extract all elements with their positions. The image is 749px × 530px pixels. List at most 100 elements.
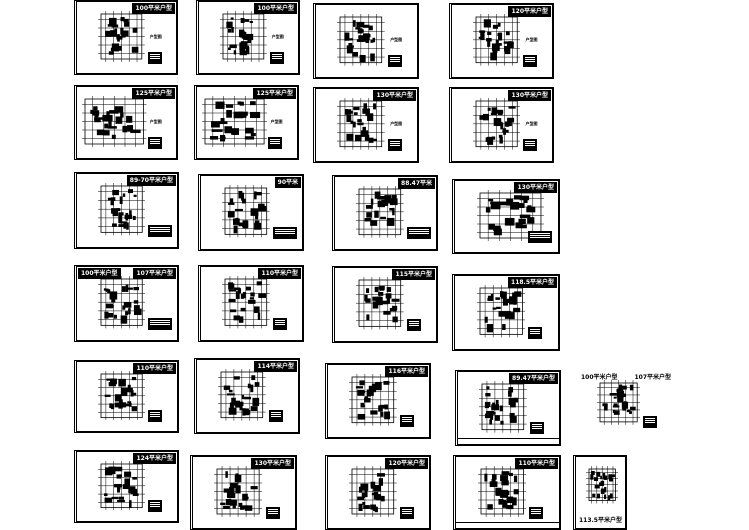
- sheet-title: 90平米: [274, 177, 301, 188]
- sheet-note: 户型图: [270, 118, 283, 124]
- sheet-title: 125平米户型: [132, 88, 175, 99]
- sheet-title: 88.47平米: [398, 178, 435, 189]
- sheet-title: 130平米户型: [251, 458, 294, 469]
- legend-table: [523, 55, 538, 68]
- title-block-strip: [456, 522, 559, 528]
- drawing-sheet[interactable]: 124平米户型: [74, 450, 179, 523]
- drawing-sheet[interactable]: 100平米户型户型图: [74, 0, 178, 75]
- sheet-title: 110平米户型: [515, 458, 558, 469]
- sheet-note: 户型图: [149, 33, 162, 39]
- legend-table: [407, 318, 422, 331]
- drawing-sheet[interactable]: 89-70平米户型: [74, 172, 179, 249]
- floor-plan: [597, 379, 641, 425]
- legend-table: [530, 422, 545, 435]
- drawing-sheet[interactable]: 113.5平米户型: [573, 455, 627, 530]
- sheet-title: 130平米户型: [514, 182, 557, 193]
- drawing-sheet[interactable]: 120平米户型户型图: [449, 3, 554, 79]
- floor-plan: [349, 374, 397, 426]
- floor-plan: [349, 466, 397, 517]
- drawing-sheet[interactable]: 88.47平米: [332, 175, 438, 251]
- legend-table: [388, 139, 403, 152]
- floor-plan: [337, 98, 385, 150]
- floor-plan: [585, 466, 619, 504]
- drawing-sheet[interactable]: 89.47平米户型: [455, 370, 561, 446]
- floor-plan: [222, 185, 270, 238]
- legend-table: [528, 230, 553, 243]
- drawing-sheet[interactable]: 120平米户型: [325, 455, 431, 530]
- floor-plan: [222, 276, 270, 329]
- legend-table: [643, 415, 658, 428]
- floor-plan: [98, 460, 146, 511]
- legend-table: [400, 506, 415, 519]
- drawing-sheet[interactable]: 130平米户型: [190, 455, 297, 530]
- sheet-title: 124平米户型: [133, 453, 176, 464]
- sheet-title: 113.5平米户型: [577, 516, 624, 525]
- legend-table: [528, 326, 543, 339]
- floor-plan: [218, 369, 266, 421]
- drawing-sheet[interactable]: 110平米户型: [453, 455, 561, 530]
- drawing-sheet[interactable]: 110平米户型: [74, 360, 179, 433]
- legend-table: [400, 415, 415, 428]
- floor-plan: [82, 96, 147, 147]
- legend-table: [148, 500, 163, 513]
- sheet-title: 100平米户型: [254, 3, 297, 14]
- sheet-note: 户型图: [149, 118, 162, 124]
- sheet-title: 100平米户型: [579, 373, 620, 382]
- sheet-title: 125平米户型: [253, 88, 296, 99]
- legend-table: [148, 410, 163, 423]
- legend-table: [148, 224, 173, 237]
- legend-table: [273, 226, 298, 239]
- floor-plan: [473, 98, 521, 150]
- sheet-title: 110平米户型: [258, 268, 301, 279]
- floor-plan: [479, 381, 527, 433]
- floor-plan: [98, 183, 146, 236]
- floor-plan: [476, 285, 526, 338]
- legend-table: [269, 410, 284, 423]
- legend-table: [147, 51, 162, 64]
- floor-plan: [98, 276, 146, 329]
- sheet-title-secondary: 107平米户型: [133, 268, 176, 279]
- floor-plan: [356, 277, 404, 330]
- drawing-sheet[interactable]: 125平米户型户型图: [74, 85, 178, 160]
- drawing-sheet[interactable]: 130平米户型户型图: [449, 87, 554, 163]
- sheet-title: 110平米户型: [133, 363, 176, 374]
- legend-table: [407, 227, 432, 240]
- legend-table: [273, 317, 288, 330]
- sheet-title: 130平米户型: [508, 90, 551, 101]
- drawing-sheet[interactable]: 116平米户型: [325, 363, 431, 439]
- drawing-sheet[interactable]: 118.5平米户型: [452, 274, 560, 351]
- drawing-sheet[interactable]: 110平米户型: [198, 265, 304, 342]
- floor-plan: [214, 466, 263, 517]
- legend-table: [147, 136, 162, 149]
- legend-table: [265, 506, 280, 519]
- sheet-title: 130平米户型: [373, 90, 416, 101]
- drawing-sheet[interactable]: 125平米户型户型图: [194, 85, 299, 160]
- drawing-sheet[interactable]: 115平米户型: [332, 266, 438, 343]
- floor-plan: [356, 186, 404, 238]
- sheet-title: 100平米户型: [132, 3, 175, 14]
- sheet-note: 户型图: [271, 33, 284, 39]
- floor-plan: [473, 14, 521, 66]
- drawing-sheet[interactable]: 100平米户型户型图: [196, 0, 300, 75]
- title-block-strip: [458, 438, 559, 444]
- sheet-title: 114平米户型: [254, 361, 297, 372]
- drawing-sheet[interactable]: 户型图: [313, 3, 419, 79]
- sheet-note: 户型图: [525, 120, 538, 126]
- floor-plan: [337, 14, 385, 66]
- sheet-title: 115平米户型: [392, 269, 435, 280]
- legend-table: [388, 55, 403, 68]
- floor-plan: [202, 96, 268, 147]
- floor-plan: [97, 11, 145, 62]
- drawing-sheet[interactable]: 90平米: [198, 174, 304, 251]
- floor-plan: [219, 11, 267, 62]
- drawing-sheet[interactable]: 130平米户型: [452, 179, 560, 254]
- legend-table: [269, 51, 284, 64]
- drawing-sheet[interactable]: 130平米户型户型图: [313, 87, 419, 163]
- drawing-sheet[interactable]: 100平米户型 107平米户型: [578, 372, 674, 438]
- floor-plan: [476, 190, 544, 241]
- floor-plan: [98, 370, 146, 421]
- drawing-sheet[interactable]: 114平米户型: [194, 358, 300, 434]
- sheet-title-secondary: 107平米户型: [632, 373, 673, 382]
- legend-table: [529, 506, 544, 519]
